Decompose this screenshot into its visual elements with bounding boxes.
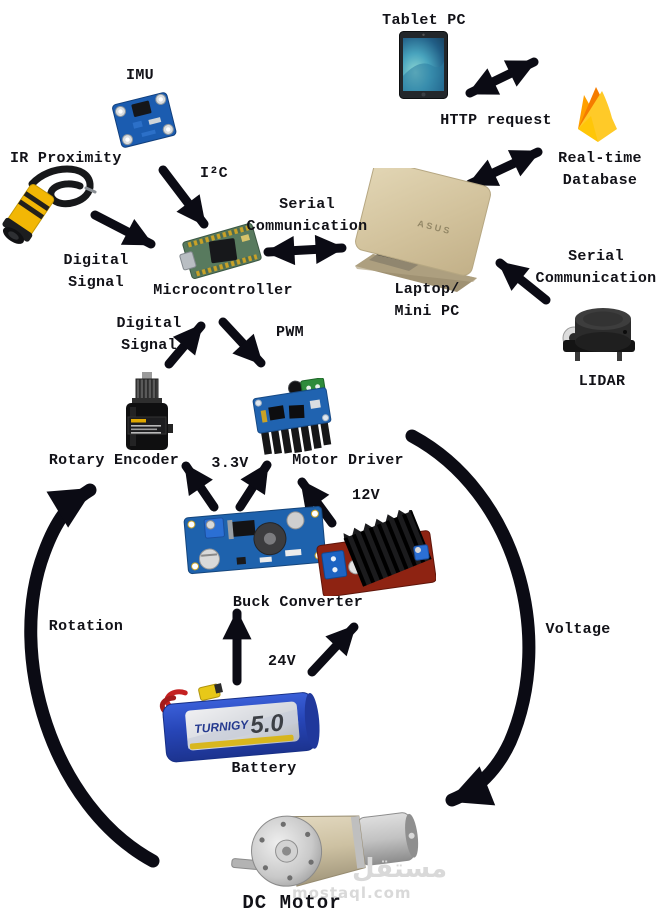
label-tablet-pc: Tablet PC xyxy=(382,12,466,29)
label-mini-pc: Mini PC xyxy=(394,303,460,320)
buck-converter-blue-image xyxy=(183,505,327,575)
arrow-tablet-database xyxy=(465,57,539,98)
laptop-image: ASUS xyxy=(355,168,491,292)
arrow-imu-mcu xyxy=(158,165,209,229)
label-voltage: Voltage xyxy=(545,621,611,638)
label-battery: Battery xyxy=(231,760,297,777)
dc-motor-image xyxy=(231,812,419,887)
label-ir-proximity: IR Proximity xyxy=(10,150,122,167)
label-digital-2: Digital xyxy=(116,315,182,332)
label-imu: IMU xyxy=(126,67,154,84)
label-digital-signal-ir: Digital Signal xyxy=(63,250,128,294)
microcontroller-image xyxy=(179,223,262,279)
buck-converter-red-image xyxy=(316,510,436,596)
label-rotation: Rotation xyxy=(48,618,124,635)
label-3v3: 3.3V xyxy=(211,455,249,472)
ir-proximity-image xyxy=(2,165,97,244)
battery-capacity-text: 5.0 xyxy=(249,709,285,739)
arrow-voltage-driver-motor xyxy=(405,429,536,807)
label-i2c: I²C xyxy=(200,165,228,182)
arrow-ir-mcu xyxy=(90,210,156,249)
label-buck-converter: Buck Converter xyxy=(232,594,364,611)
label-signal-2: Signal xyxy=(121,337,177,354)
firebase-icon xyxy=(578,87,617,142)
label-microcontroller: Microcontroller xyxy=(153,282,293,299)
label-24v: 24V xyxy=(268,653,296,670)
label-serial: Serial xyxy=(279,196,335,213)
label-laptop: Laptop/ xyxy=(394,281,460,298)
label-serial-2: Serial xyxy=(568,248,624,265)
battery-brand-text: TURNIGY xyxy=(194,717,250,736)
arrow-rotation-motor-encoder xyxy=(24,483,160,868)
label-communication-2: Communication xyxy=(535,270,657,287)
label-serial-communication-lidar: Serial Communication xyxy=(536,246,657,290)
label-lidar: LIDAR xyxy=(578,373,626,390)
watermark-arabic: مستقل xyxy=(352,854,448,884)
label-http-request: HTTP request xyxy=(440,112,552,129)
label-laptop-minipc: Laptop/ Mini PC xyxy=(394,279,459,323)
label-communication: Communication xyxy=(246,218,368,235)
label-pwm: PWM xyxy=(276,324,304,341)
label-signal: Signal xyxy=(68,274,124,291)
tablet-pc-image xyxy=(399,31,448,99)
label-digital: Digital xyxy=(63,252,129,269)
lidar-image xyxy=(562,308,635,361)
label-database: Database xyxy=(562,172,638,189)
imu-image xyxy=(112,92,177,148)
label-rotary-encoder: Rotary Encoder xyxy=(48,452,180,469)
label-realtime: Real-time xyxy=(558,150,642,167)
label-12v: 12V xyxy=(352,487,380,504)
watermark-site: mostaql.com xyxy=(292,884,412,902)
arrow-mcu-motordriver xyxy=(218,317,266,368)
label-motor-driver: Motor Driver xyxy=(292,452,404,469)
motor-driver-image xyxy=(252,378,332,455)
label-dc-motor: DC Motor xyxy=(242,892,342,914)
rotary-encoder-image xyxy=(126,372,173,450)
battery-image: TURNIGY 5.0 xyxy=(159,683,320,763)
arrow-battery-buck12 xyxy=(307,622,359,677)
arrow-mcu-laptop xyxy=(263,234,347,266)
label-realtime-database: Real-time Database xyxy=(558,148,642,192)
label-digital-signal-encoder: Digital Signal xyxy=(116,313,181,357)
label-serial-communication-mcu: Serial Communication xyxy=(247,194,368,238)
